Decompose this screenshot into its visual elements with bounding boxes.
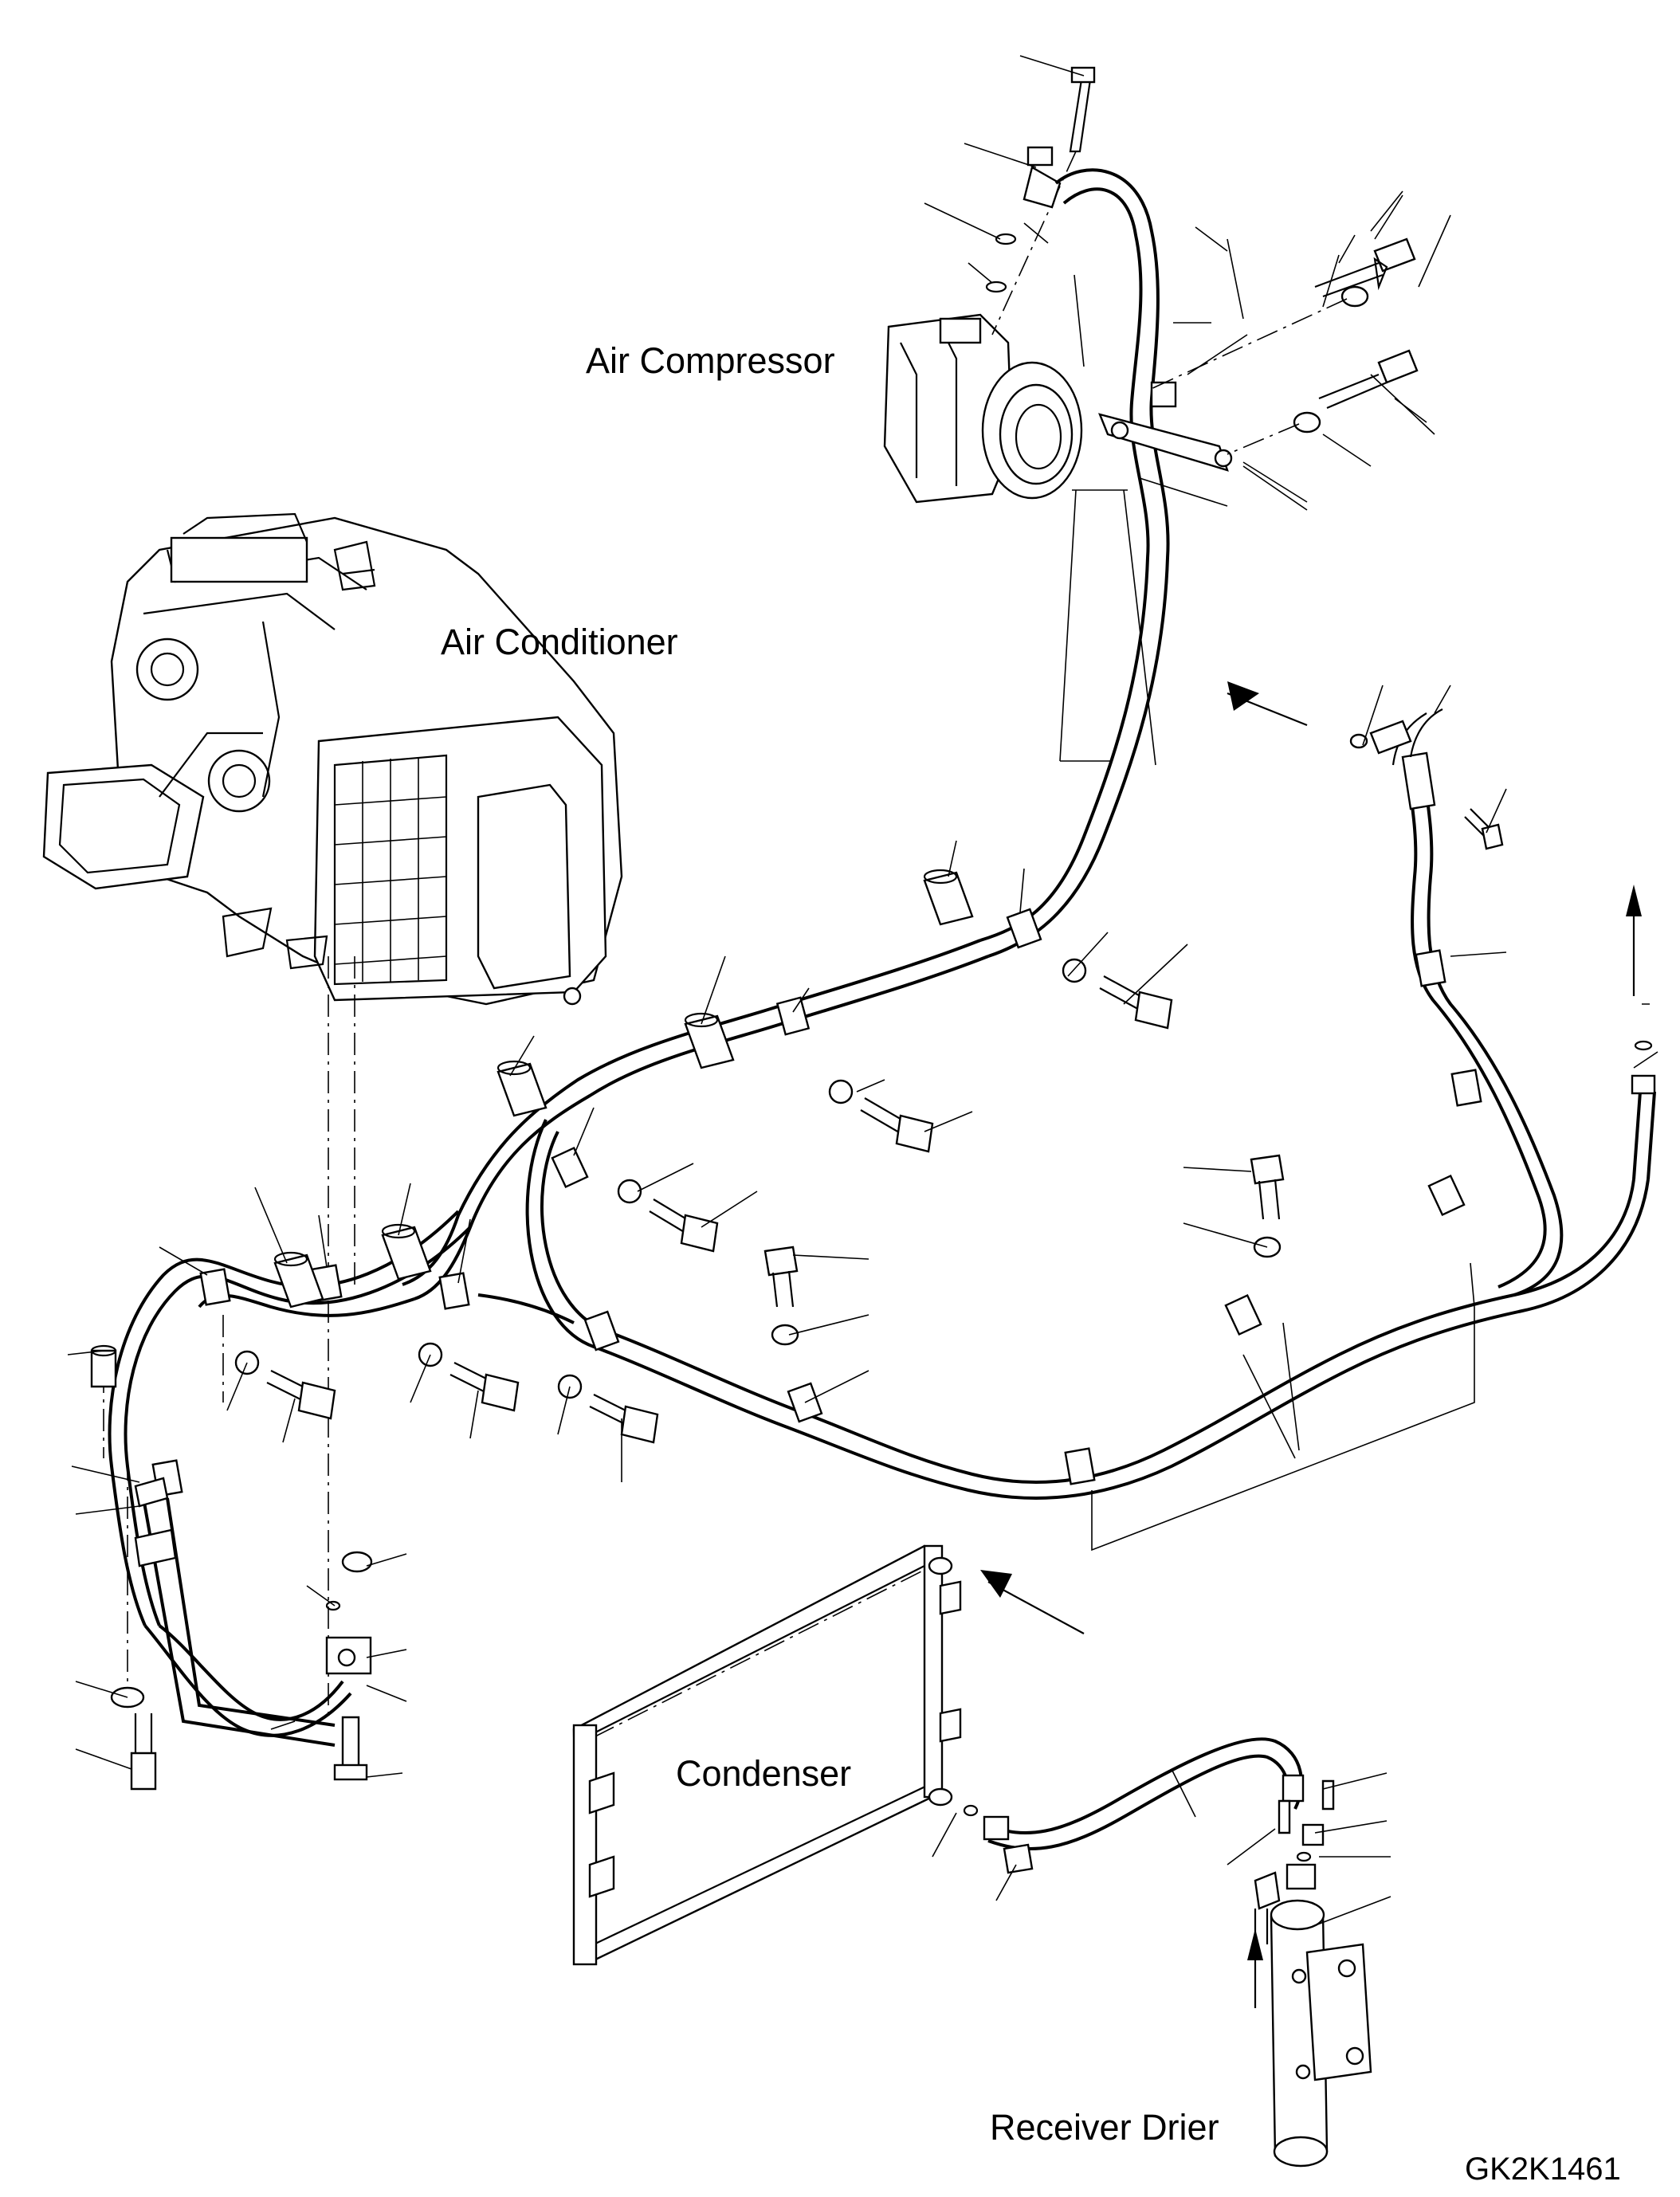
- flow-arrows: [980, 681, 1642, 2008]
- air-compressor: [883, 313, 1083, 504]
- receiver-drier-label: Receiver Drier: [990, 2107, 1219, 2148]
- air-conditioner-label: Air Conditioner: [441, 622, 678, 662]
- leader-lines: [67, 194, 1658, 1929]
- expansion-valve: [134, 1477, 373, 1781]
- condenser-to-drier-hose: [963, 1737, 1305, 1874]
- condenser-label: Condenser: [676, 1753, 852, 1794]
- receiver-drier: [1254, 1779, 1372, 2168]
- compressor-bolts: [1147, 190, 1427, 503]
- spacer-collars: [90, 869, 974, 1388]
- air-compressor-label: Air Compressor: [586, 340, 835, 381]
- compressor-fittings: [924, 55, 1096, 335]
- condenser: [572, 1544, 962, 1966]
- air-conditioner-unit: [42, 512, 623, 1006]
- compressor-hose: [979, 168, 1233, 958]
- figure-code: GK2K1461: [1465, 2152, 1621, 2187]
